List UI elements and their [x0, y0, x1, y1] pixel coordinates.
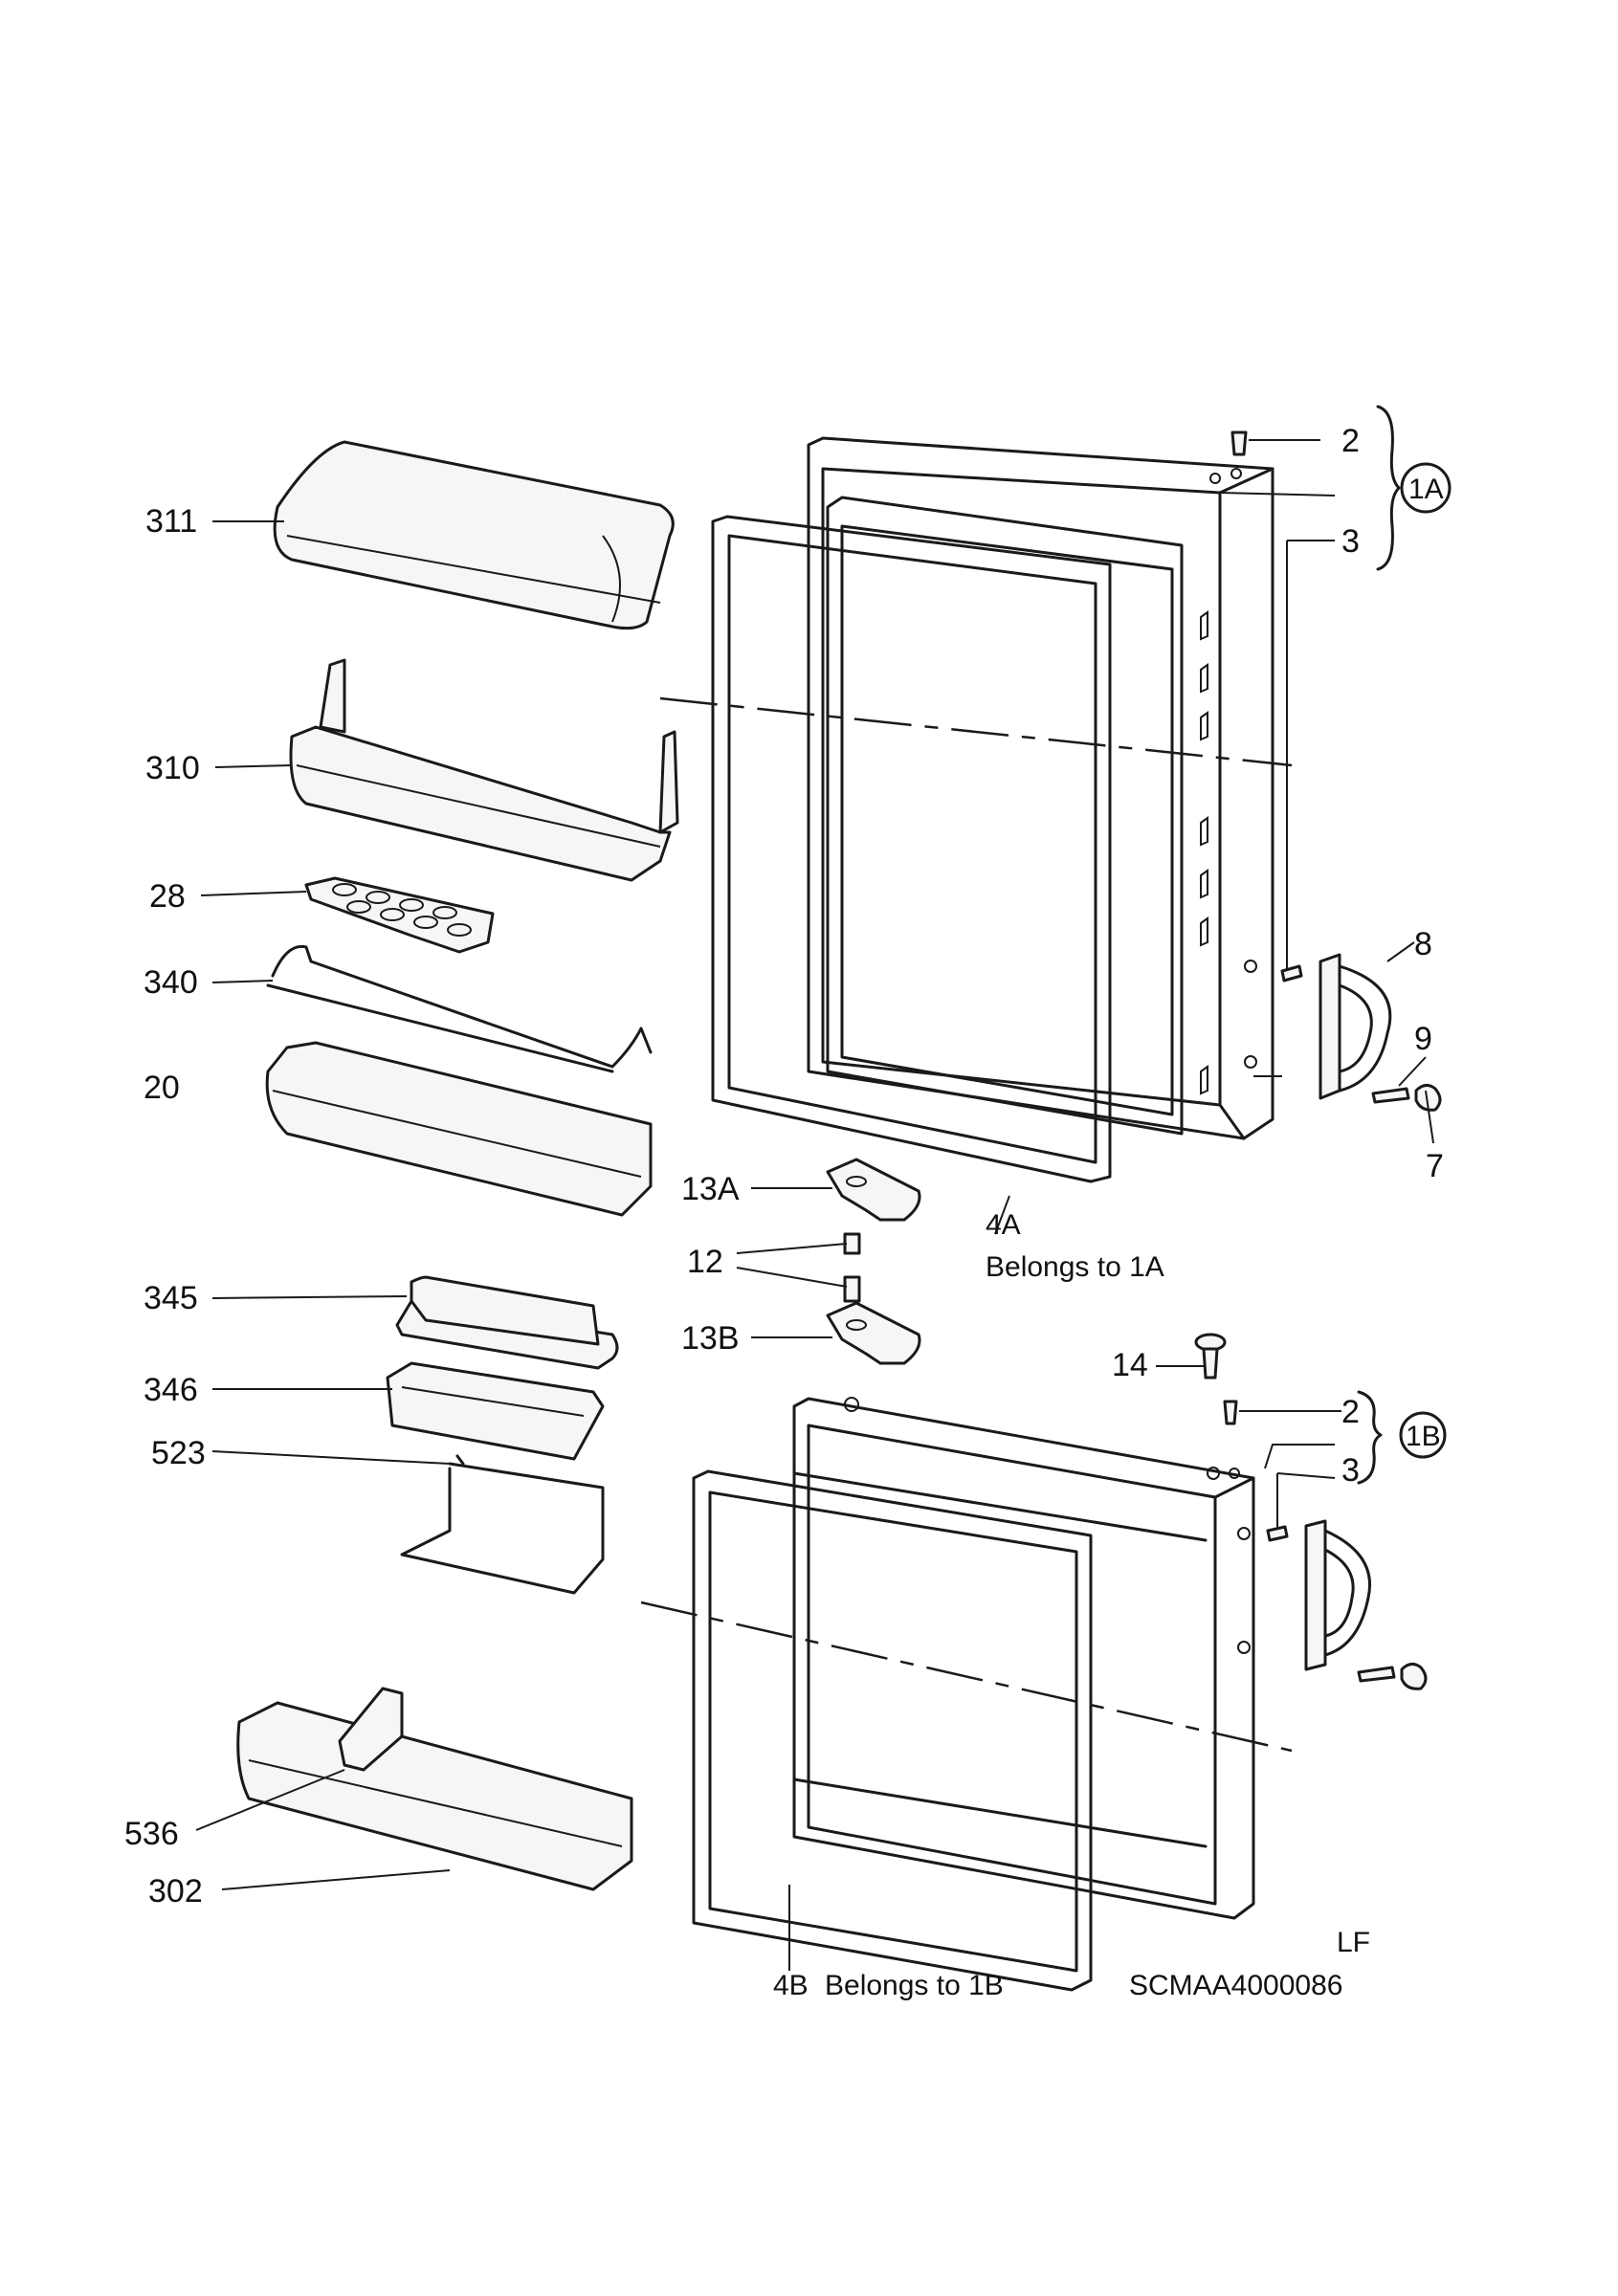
part-13b-hinge [826, 1301, 921, 1365]
brace-1b [1357, 1390, 1383, 1485]
part-3-screw-bottom [1266, 1525, 1289, 1542]
label-4a: 4A [986, 1209, 1021, 1241]
leader-lines [195, 439, 1434, 1971]
label-310: 310 [145, 750, 200, 786]
label-13b: 13B [681, 1320, 740, 1357]
part-13a-hinge [826, 1158, 921, 1222]
part-302-large-shelf [236, 1701, 633, 1891]
part-20-bottle-shelf [265, 1041, 653, 1217]
part-1b-inner-liner [792, 1471, 1208, 1848]
label-14: 14 [1112, 1347, 1148, 1383]
part-cap-1b [1400, 1663, 1428, 1690]
label-3-top: 3 [1341, 523, 1360, 560]
label-7: 7 [1426, 1148, 1444, 1184]
part-311-dairy-cover [273, 440, 675, 630]
part-340-wire-rail [266, 944, 653, 1073]
label-1b: 1B [1406, 1421, 1441, 1452]
label-2-top: 2 [1341, 423, 1360, 459]
circle-1b [1399, 1411, 1447, 1459]
part-1a-inner-liner [826, 496, 1184, 1136]
part-handle-1b [1304, 1519, 1371, 1671]
label-345: 345 [144, 1280, 198, 1316]
label-20: 20 [144, 1070, 180, 1106]
part-28-egg-tray [304, 876, 495, 954]
circle-1a [1400, 462, 1452, 514]
footer-drawing-id: SCMAA4000086 [1129, 1970, 1342, 2001]
door-hinge-hooks-1a [1200, 610, 1208, 1095]
part-12-pin [843, 1232, 861, 1303]
label-311: 311 [145, 503, 197, 540]
part-345-box-lid [395, 1275, 619, 1370]
part-9-screw [1371, 1087, 1410, 1104]
part-7-cap [1414, 1084, 1442, 1112]
part-536-divider [338, 1687, 404, 1772]
part-1b-lower-door [792, 1397, 1255, 1920]
label-302: 302 [148, 1873, 203, 1910]
label-346: 346 [144, 1372, 198, 1408]
footer-lf: LF [1337, 1927, 1370, 1958]
part-1a-upper-door [807, 436, 1274, 1140]
label-536: 536 [124, 1816, 179, 1852]
label-2-bottom: 2 [1341, 1394, 1360, 1430]
part-2-screw-bottom [1223, 1400, 1238, 1425]
label-1a: 1A [1408, 474, 1444, 505]
part-4a-gasket [711, 515, 1112, 1183]
label-12: 12 [687, 1244, 723, 1280]
part-310-door-shelf [289, 658, 679, 882]
label-4b-note: Belongs to 1B [825, 1970, 1004, 2001]
label-28: 28 [149, 878, 186, 915]
label-9: 9 [1414, 1021, 1432, 1057]
label-340: 340 [144, 964, 198, 1001]
part-3-screw-top [1280, 964, 1303, 982]
label-523: 523 [151, 1435, 206, 1471]
label-13a: 13A [681, 1171, 740, 1207]
part-2-screw-top [1230, 430, 1248, 456]
label-3-bottom: 3 [1341, 1452, 1360, 1489]
break-line-lower [640, 1601, 1293, 1753]
break-line-upper [659, 696, 1293, 767]
part-4b-gasket [692, 1469, 1093, 1992]
brace-1a [1376, 405, 1401, 571]
part-523-wire-holder [400, 1454, 605, 1595]
part-346-box [386, 1361, 605, 1461]
part-8-handle [1319, 953, 1392, 1100]
part-14-plug [1194, 1333, 1227, 1380]
part-screw-1b [1357, 1666, 1396, 1683]
label-4a-note: Belongs to 1A [986, 1251, 1164, 1283]
label-4b: 4B [773, 1970, 809, 2001]
label-8: 8 [1414, 926, 1432, 962]
